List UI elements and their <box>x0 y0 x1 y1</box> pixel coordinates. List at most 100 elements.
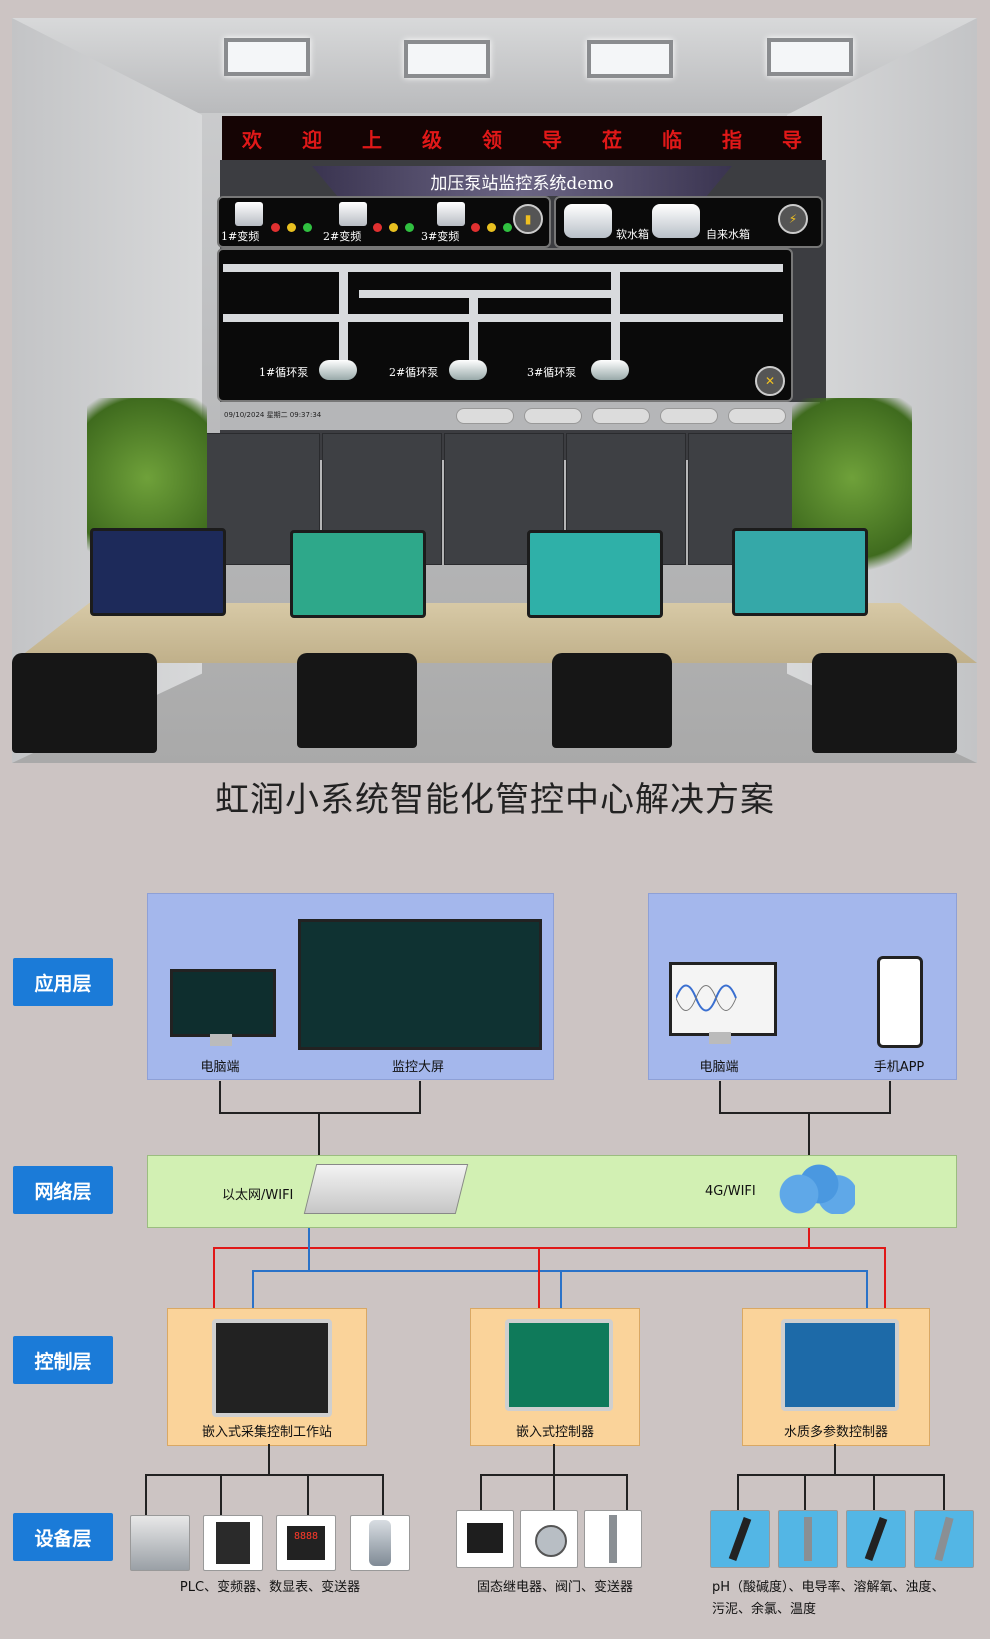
nav-button[interactable] <box>660 408 718 424</box>
nav-button[interactable] <box>456 408 514 424</box>
monitor <box>527 530 663 618</box>
chair <box>297 653 417 748</box>
status-light <box>487 223 496 232</box>
desktop-pc-icon <box>669 962 777 1036</box>
pipe <box>223 314 783 322</box>
monitor <box>90 528 226 616</box>
link-line <box>252 1270 254 1308</box>
led-banner: 欢 迎 上 级 领 导 莅 临 指 导 <box>222 116 822 160</box>
link-line <box>884 1247 886 1308</box>
connector <box>553 1474 555 1510</box>
pump-icon <box>449 360 487 380</box>
layer-label-device: 设备层 <box>13 1513 113 1561</box>
layer-label-app: 应用层 <box>13 958 113 1006</box>
temperature-transmitter-icon <box>584 1510 642 1568</box>
banner-char: 指 <box>722 127 742 152</box>
nav-button[interactable] <box>592 408 650 424</box>
monitor <box>290 530 426 618</box>
screen-footer: 09/10/2024 星期二 09:37:34 <box>220 402 820 430</box>
pump-status-panel: 1#变频 2#变频 3#变频 ▮ <box>217 196 551 248</box>
tank-icon <box>564 204 612 238</box>
connector <box>480 1474 482 1510</box>
video-wall-label: 监控大屏 <box>391 1060 444 1075</box>
status-light <box>389 223 398 232</box>
pipe <box>339 264 348 374</box>
banner-char: 领 <box>482 127 502 152</box>
wave-chart-icon <box>676 984 737 1012</box>
status-light <box>503 223 512 232</box>
process-mimic-panel: 1#循环泵 2#循环泵 3#循环泵 ✕ <box>217 248 793 402</box>
connector <box>719 1081 721 1113</box>
transmitter-icon <box>350 1515 410 1571</box>
chair <box>812 653 957 753</box>
pc-label: 电脑端 <box>200 1060 240 1075</box>
tank-icon <box>652 204 700 238</box>
controller-label: 水质多参数控制器 <box>783 1425 888 1440</box>
pump-icon <box>235 202 263 226</box>
link-line <box>808 1228 810 1249</box>
nav-button[interactable] <box>524 408 582 424</box>
status-light <box>271 223 280 232</box>
tank-label: 软水箱 <box>616 228 649 241</box>
connector <box>219 1112 421 1114</box>
monitor-stand <box>709 1032 731 1044</box>
status-light <box>287 223 296 232</box>
inverter-icon <box>203 1515 263 1571</box>
connector <box>145 1474 384 1476</box>
connector <box>219 1081 221 1113</box>
connector <box>318 1112 320 1155</box>
tools-icon[interactable]: ✕ <box>755 366 785 396</box>
banner-char: 级 <box>422 127 442 152</box>
device-caption: pH（酸碱度）、电导率、溶解氧、浊度、 <box>712 1580 945 1595</box>
banner-char: 临 <box>662 127 682 152</box>
valve-icon <box>520 1510 578 1568</box>
connector <box>719 1112 891 1114</box>
page-title: 虹润小系统智能化管控中心解决方案 <box>215 780 775 820</box>
screen-title: 加压泵站监控系统demo <box>312 166 732 196</box>
chart-icon[interactable]: ▮ <box>513 204 543 234</box>
chair <box>552 653 672 748</box>
status-light <box>373 223 382 232</box>
connector <box>307 1474 309 1516</box>
conductivity-sensor-icon <box>778 1510 838 1568</box>
controller-label: 嵌入式控制器 <box>515 1425 594 1440</box>
banner-char: 莅 <box>602 127 622 152</box>
nav-button[interactable] <box>728 408 786 424</box>
link-line <box>213 1247 885 1249</box>
solid-state-relay-icon <box>456 1510 514 1568</box>
ceiling-light <box>224 38 310 76</box>
status-light <box>471 223 480 232</box>
connector <box>834 1444 836 1474</box>
controller-device-icon <box>212 1319 332 1417</box>
lightning-icon[interactable]: ⚡ <box>778 204 808 234</box>
connector <box>737 1474 739 1510</box>
digital-meter-icon: 8888 <box>276 1515 336 1571</box>
banner-char: 上 <box>362 127 382 152</box>
connector <box>808 1112 810 1155</box>
connector <box>873 1474 875 1510</box>
connector <box>553 1444 555 1474</box>
phone-label: 手机APP <box>873 1060 925 1075</box>
device-caption: PLC、变频器、数显表、变送器 <box>179 1580 361 1595</box>
ceiling-light <box>587 40 673 78</box>
datetime: 09/10/2024 星期二 09:37:34 <box>224 411 322 419</box>
pipe <box>469 290 478 375</box>
connector <box>804 1474 806 1510</box>
turbidity-sensor-icon <box>914 1510 974 1568</box>
device-caption: 污泥、余氯、温度 <box>712 1602 817 1617</box>
pump-label: 1#变频 <box>221 230 260 243</box>
tank-status-panel: 软水箱 自来水箱 ⚡ <box>554 196 823 248</box>
control-room-photo: 欢 迎 上 级 领 导 莅 临 指 导 加压泵站监控系统demo 1#变频 2#… <box>12 18 977 763</box>
chair <box>12 653 157 753</box>
dissolved-oxygen-sensor-icon <box>846 1510 906 1568</box>
circ-pump-label: 3#循环泵 <box>527 366 577 379</box>
link-line <box>560 1270 562 1308</box>
ceiling-light <box>767 38 853 76</box>
layer-label-network: 网络层 <box>13 1166 113 1214</box>
monitor-stand <box>210 1034 232 1046</box>
pipe <box>611 264 620 374</box>
app-box-left: 电脑端 监控大屏 <box>147 893 554 1080</box>
plc-icon <box>130 1515 190 1571</box>
network-switch-icon <box>303 1164 469 1214</box>
banner-char: 欢 <box>242 127 262 152</box>
